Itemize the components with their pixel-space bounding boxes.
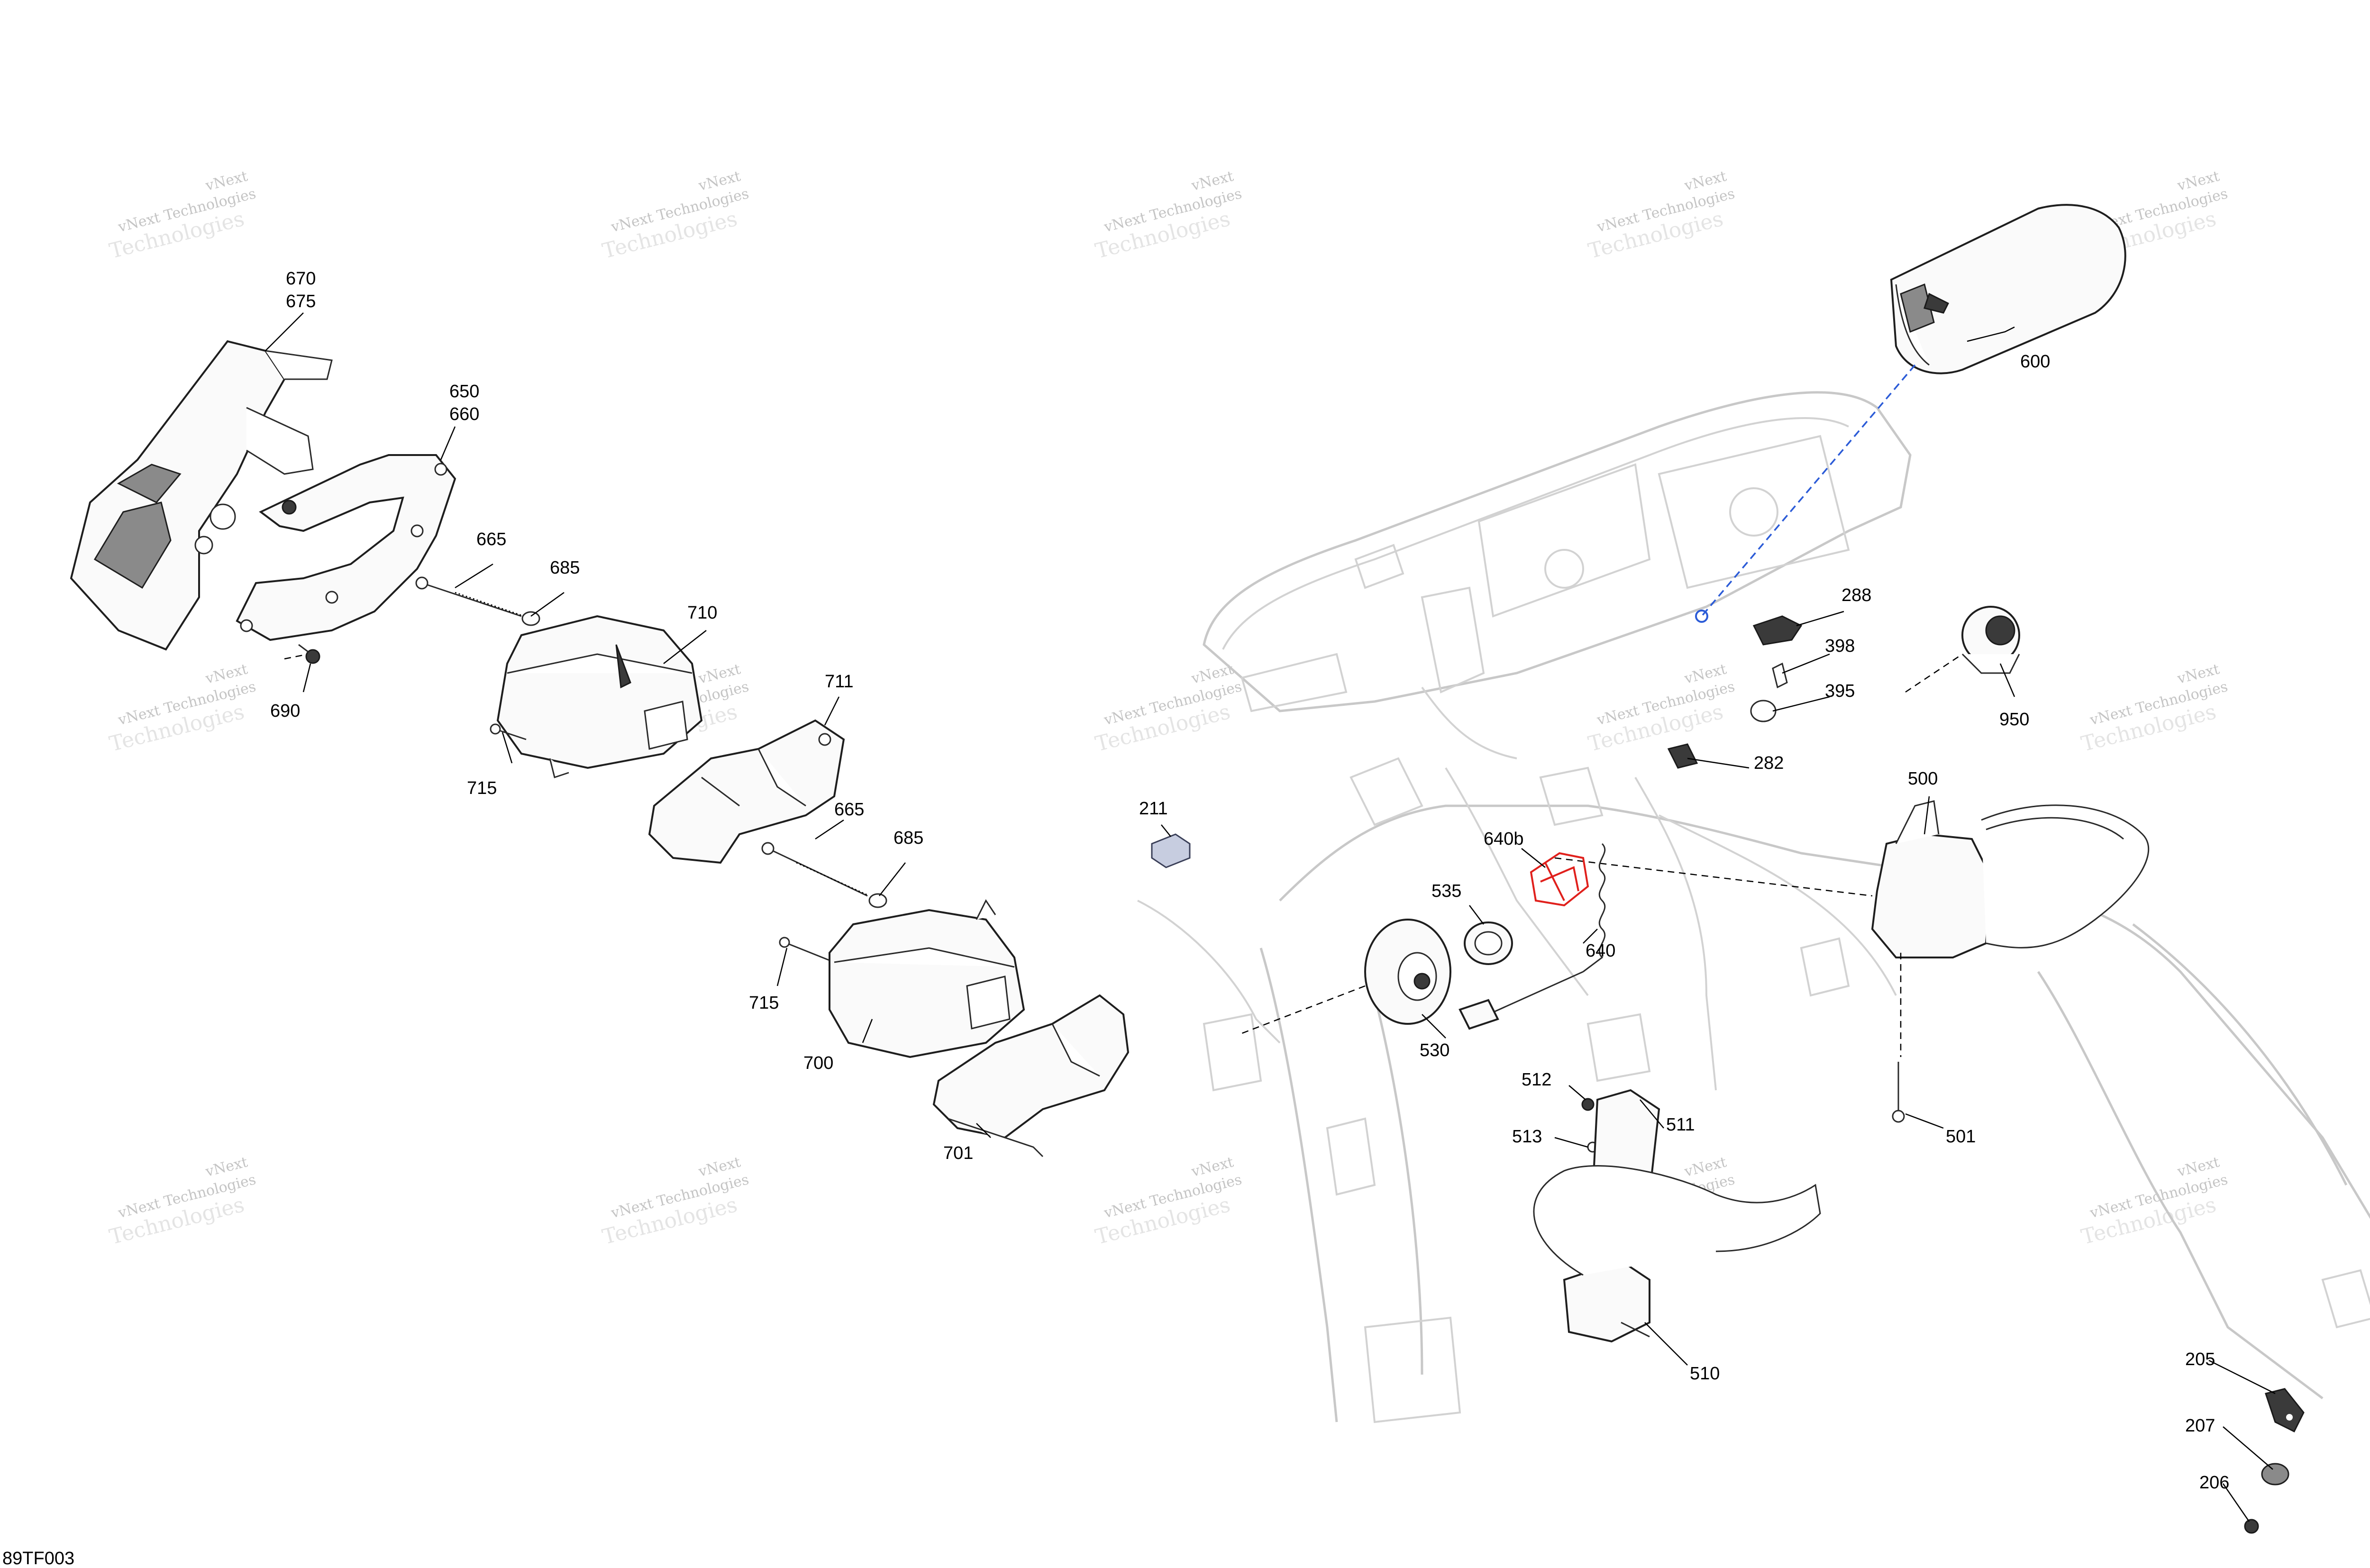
callout-640b: 640b xyxy=(1484,829,1524,849)
callout-207: 207 xyxy=(2185,1416,2215,1436)
part-206-screw xyxy=(2244,1519,2259,1534)
callout-640: 640 xyxy=(1586,941,1615,961)
part-207-washer xyxy=(2261,1463,2289,1486)
callout-510: 510 xyxy=(1690,1364,1720,1384)
part-690-screw xyxy=(284,644,320,664)
part-398-screw xyxy=(1772,662,1788,689)
callout-512: 512 xyxy=(1522,1070,1551,1090)
part-205-clip xyxy=(2265,1388,2305,1433)
callout-600: 600 xyxy=(2020,352,2050,372)
callout-715: 715 xyxy=(749,993,779,1013)
part-600-cap xyxy=(1890,204,2126,374)
part-282-clip xyxy=(1667,743,1698,769)
callout-685: 685 xyxy=(893,828,923,848)
part-510-module xyxy=(1533,1165,1821,1343)
part-501-screw xyxy=(1892,1062,1905,1123)
part-288-clip xyxy=(1752,615,1803,646)
callout-211: 211 xyxy=(1139,799,1168,819)
callout-685: 685 xyxy=(550,558,580,578)
callout-288: 288 xyxy=(1841,585,1871,605)
callout-710: 710 xyxy=(687,603,717,623)
part-685-washer-bottom xyxy=(868,893,887,908)
callout-511: 511 xyxy=(1666,1115,1695,1135)
part-665-bolt-top xyxy=(415,576,522,617)
part-701-bracket xyxy=(932,994,1130,1158)
callout-530: 530 xyxy=(1420,1040,1449,1060)
part-700-module xyxy=(829,899,1025,1058)
part-500-switch xyxy=(1554,800,2150,1057)
part-640-lanyard xyxy=(1458,843,1606,1030)
part-715-screw-top xyxy=(490,723,527,740)
ghost-vehicle-outline xyxy=(1137,391,2370,1423)
callout-715: 715 xyxy=(467,778,497,798)
callout-650: 650 xyxy=(449,382,479,401)
callout-700: 700 xyxy=(803,1053,833,1073)
leader-lines xyxy=(265,312,2276,1522)
callout-398: 398 xyxy=(1825,636,1855,656)
callout-500: 500 xyxy=(1908,769,1938,789)
callout-665: 665 xyxy=(476,529,506,549)
callout-513: 513 xyxy=(1512,1127,1542,1147)
diagram-id: 89TF003 xyxy=(2,1549,74,1568)
callout-660: 660 xyxy=(449,404,479,424)
part-710-module xyxy=(496,615,703,778)
part-395-grommet xyxy=(1750,700,1777,722)
part-640b-clip-highlight xyxy=(1530,852,1589,907)
callout-206: 206 xyxy=(2199,1473,2229,1493)
callout-690: 690 xyxy=(270,701,300,721)
callout-670: 670 xyxy=(286,269,316,289)
part-670-cover xyxy=(70,340,333,651)
callout-675: 675 xyxy=(286,292,316,311)
part-650-bracket xyxy=(236,454,456,641)
part-211-clip xyxy=(1151,833,1191,868)
axis-point-600 xyxy=(1695,610,1708,623)
callout-205: 205 xyxy=(2185,1349,2215,1369)
callout-395: 395 xyxy=(1825,681,1855,701)
part-530-switch xyxy=(1241,919,1451,1034)
callout-665: 665 xyxy=(834,800,864,820)
part-665-bolt-bottom xyxy=(761,842,868,897)
axis-line-600 xyxy=(1701,364,1916,617)
callout-282: 282 xyxy=(1754,753,1784,773)
callout-950: 950 xyxy=(1999,710,2029,729)
part-685-washer-top xyxy=(521,611,540,626)
callout-labels: 670 675 650 660 665 685 710 711 690 715 … xyxy=(270,269,2229,1493)
callout-501: 501 xyxy=(1946,1127,1976,1147)
callout-535: 535 xyxy=(1431,881,1461,901)
callout-701: 701 xyxy=(943,1143,973,1163)
part-711-bracket xyxy=(648,719,845,864)
part-715-screw-bottom xyxy=(779,937,835,963)
part-535-ring xyxy=(1464,921,1513,965)
part-950-socket xyxy=(1905,606,2020,693)
part-512-screw xyxy=(1581,1098,1595,1111)
callout-711: 711 xyxy=(825,672,854,692)
